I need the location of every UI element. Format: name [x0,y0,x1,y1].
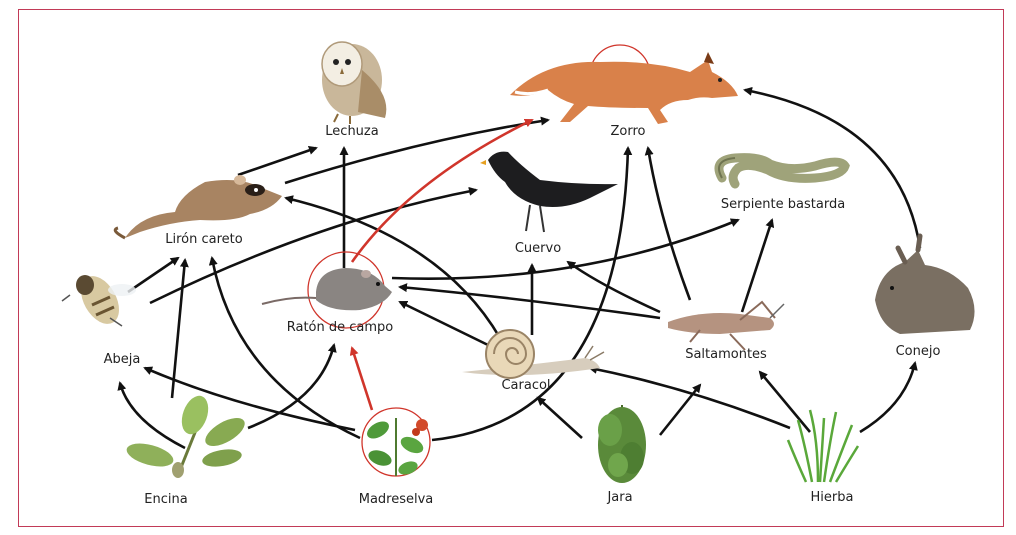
grasshopper-illustration [668,300,785,351]
arrow-abeja-cuervo [149,186,478,305]
label-serpiente-bastarda: Serpiente bastarda [720,197,846,212]
arrow-encina-raton [247,343,337,430]
label-raton-de-campo: Ratón de campo [286,320,394,335]
mouse-illustration [261,251,392,329]
arrow-jara-caracol [536,396,583,439]
label-cuervo: Cuervo [514,241,562,256]
grass-illustration [786,409,860,483]
arrow-madreselva-liron [208,256,361,440]
arrow-hierba-caracol [588,364,791,430]
crow-illustration [480,151,618,233]
label-caracol: Caracol [501,378,551,393]
fox-illustration [510,44,738,124]
arrow-saltamontes-cuervo [566,260,661,314]
label-conejo: Conejo [895,344,941,359]
arrow-raton-serpiente [391,218,740,280]
label-jara: Jara [607,490,633,505]
arrow-saltamontes-serpiente [740,218,775,313]
arrow-caracol-liron [284,195,502,339]
label-abeja: Abeja [103,352,141,367]
label-lechuza: Lechuza [325,124,379,139]
owl-illustration [321,41,387,124]
arrow-encina-abeja [117,381,186,450]
arrow-hierba-saltamontes [758,370,811,433]
arrow-abeja-liron [127,256,180,294]
arrow-saltamontes-raton [398,283,661,320]
honeysuckle-illustration [361,407,431,477]
arrow-madreselva-abeja [143,366,356,432]
bee-illustration [61,275,136,327]
rockrose-illustration [598,405,646,483]
arrow-caracol-zorro [431,146,633,442]
diagram-frame [18,9,1004,527]
arrow-saltamontes-zorro [644,146,692,301]
arrow-jara-saltamontes [658,383,702,436]
snake-illustration [714,153,850,189]
label-hierba: Hierba [810,490,854,505]
arrow-liron-zorro [284,116,550,185]
label-zorro: Zorro [610,124,646,139]
snail-illustration [462,329,605,379]
label-liron-careto: Lirón careto [165,232,243,247]
arrow-hierba-conejo [859,361,918,434]
oak-illustration [126,395,245,478]
arrow-encina-liron [170,258,189,399]
arrow-raton-zorro-highlight [350,118,534,263]
label-encina: Encina [144,492,188,507]
dormouse-illustration [113,175,282,240]
arrow-conejo-zorro [743,86,922,249]
energy-arrows [117,86,922,450]
arrow-madreselva-raton-highlight [349,346,374,411]
label-madreselva: Madreselva [358,492,434,507]
rabbit-illustration [875,233,975,334]
arrow-caracol-raton [398,300,489,347]
arrow-liron-lechuza [237,146,318,177]
highlight-arrows [349,118,534,411]
label-saltamontes: Saltamontes [685,347,767,362]
